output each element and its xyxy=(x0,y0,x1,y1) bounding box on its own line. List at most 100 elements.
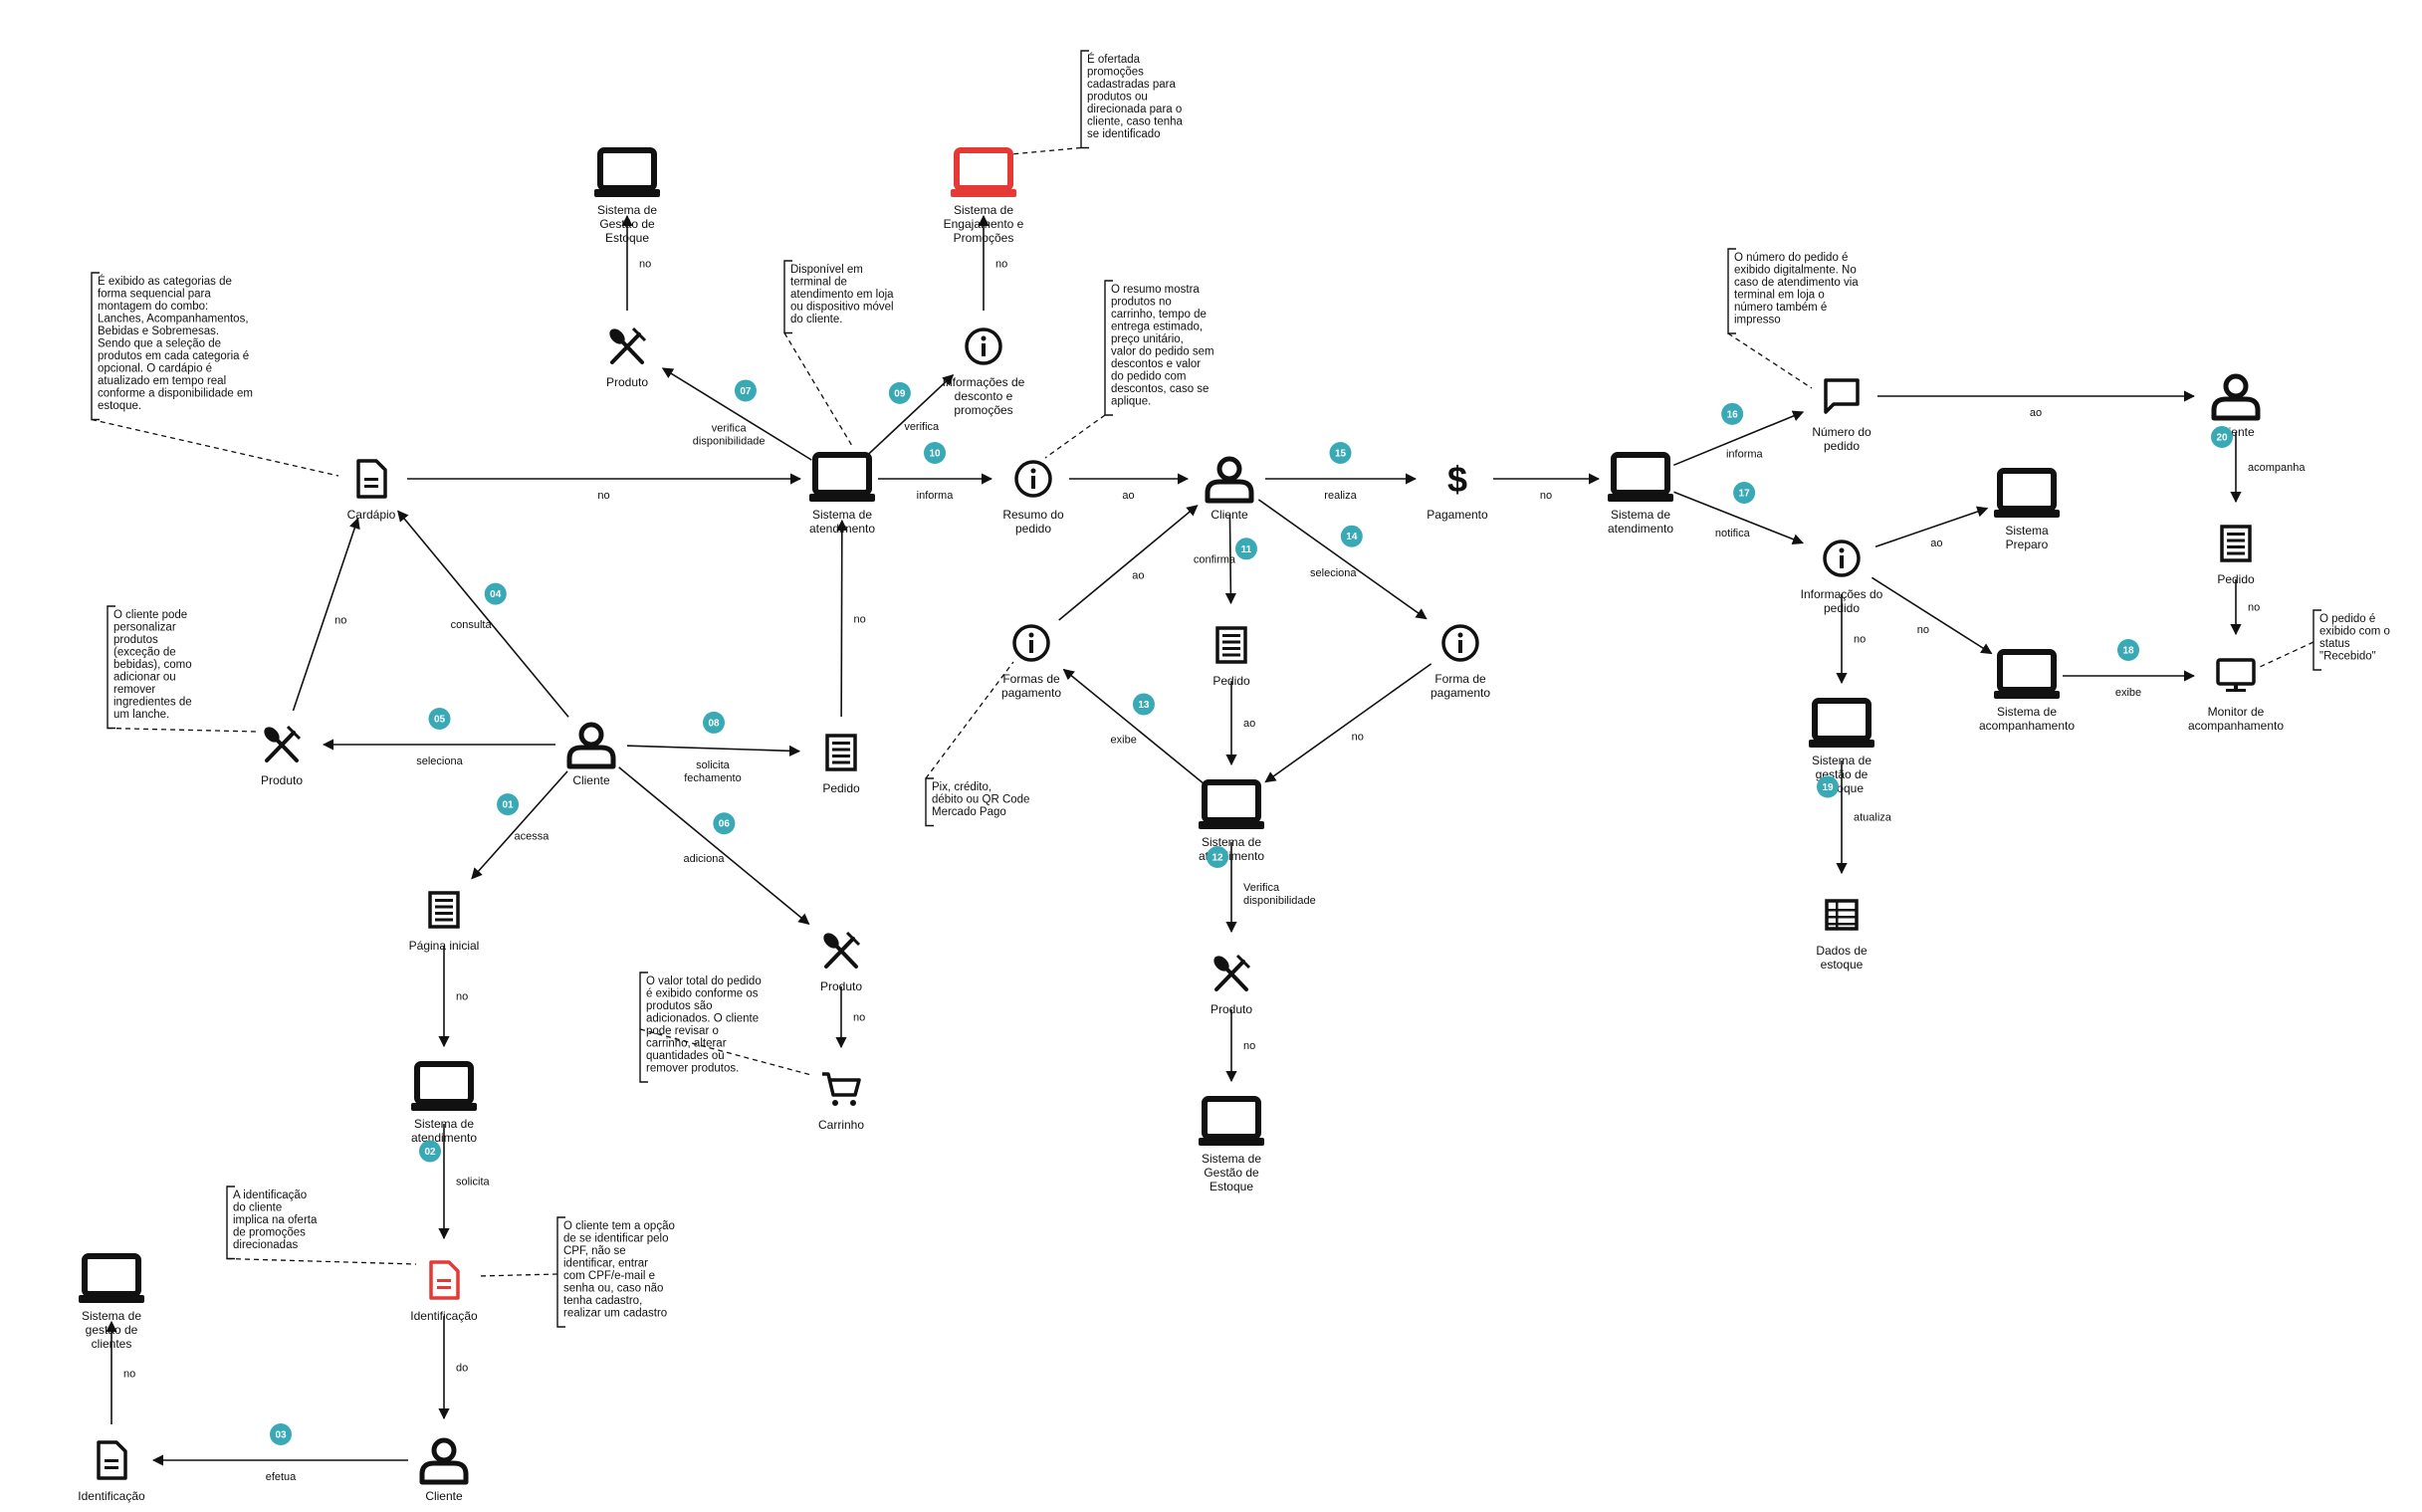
edge-info-pedido-to-gestao-estoque-right: no xyxy=(1836,594,1866,685)
svg-text:01: 01 xyxy=(502,800,514,811)
document-icon xyxy=(429,1260,460,1300)
receipt-icon xyxy=(825,734,857,771)
step-badge: 10 xyxy=(924,442,946,464)
info-icon xyxy=(1014,460,1052,498)
svg-text:20: 20 xyxy=(2216,433,2228,444)
node-cardapio: Cardápio xyxy=(347,459,396,522)
laptop-icon xyxy=(951,147,1016,197)
edge-cliente-center-to-produto-center: adiciona xyxy=(618,766,810,925)
step-badge: 03 xyxy=(270,1423,292,1445)
node-label: Produto xyxy=(606,375,648,389)
edge-info-pedido-to-sist-acomp: no xyxy=(1871,576,1993,655)
node-label: Identificação xyxy=(410,1309,478,1323)
node-label: Pedido xyxy=(1212,674,1250,688)
edge-label: informa xyxy=(917,490,955,502)
edge-cliente-center-to-pagina-inicial: acessa xyxy=(471,770,568,880)
edge-cardapio-to-sist-atend-top: no xyxy=(407,473,802,502)
svg-text:$: $ xyxy=(1447,459,1467,500)
node-pagamento: $ Pagamento xyxy=(1427,459,1488,522)
laptop-icon xyxy=(79,1253,144,1303)
utensils-icon xyxy=(609,326,647,364)
step-badge: 06 xyxy=(713,812,736,835)
edge-label: seleciona xyxy=(1310,567,1357,579)
step-badge: 16 xyxy=(1721,402,1744,425)
node-cliente-center: Cliente xyxy=(566,722,616,787)
edge-label: exibe xyxy=(2115,687,2141,699)
svg-text:19: 19 xyxy=(1822,782,1834,793)
node-label: Cliente xyxy=(572,773,610,787)
step-badge: 01 xyxy=(497,793,520,816)
info-icon xyxy=(965,327,1002,365)
edge-label: do xyxy=(456,1363,468,1375)
step-badge: 12 xyxy=(1207,846,1228,868)
node-identificacao-doc: Identificação xyxy=(78,1440,145,1503)
node-cliente-bottom: Cliente xyxy=(419,1437,469,1503)
svg-text:10: 10 xyxy=(929,449,941,460)
laptop-icon xyxy=(1199,779,1264,829)
svg-text:05: 05 xyxy=(434,715,446,726)
node-label: Pagamento xyxy=(1427,508,1488,522)
info-icon xyxy=(1012,624,1050,662)
svg-text:08: 08 xyxy=(708,718,720,729)
node-produto-center: Produto xyxy=(820,931,862,993)
laptop-icon xyxy=(1809,698,1874,748)
receipt-icon xyxy=(2220,525,2252,562)
node-label: Produto xyxy=(820,979,862,993)
node-identificacao-red: Identificação xyxy=(410,1260,478,1323)
node-label: Cliente xyxy=(1211,508,1248,522)
edge-label: notifica xyxy=(1715,528,1751,540)
edge-pagamento-to-sist-atend-right: no xyxy=(1493,473,1601,502)
edge-label: no xyxy=(853,1012,865,1024)
node-carrinho: Carrinho xyxy=(818,1072,864,1132)
edge-label: no xyxy=(2248,602,2260,614)
edge-forma-pagamento-to-sist-atend-mid: no xyxy=(1264,663,1432,783)
edge-cliente-mid-to-pedido-mid: confirma xyxy=(1194,514,1236,605)
edge-label: ao xyxy=(1930,538,1942,549)
edge-label: confirma xyxy=(1194,554,1236,566)
node-produto-left: Produto xyxy=(261,725,303,787)
user-icon xyxy=(566,722,616,769)
utensils-icon xyxy=(1213,954,1251,991)
document-icon xyxy=(356,459,387,499)
edge-pedido-mid-to-sist-atend-mid: ao xyxy=(1225,681,1255,766)
edge-label: no xyxy=(639,259,651,271)
step-badge: 13 xyxy=(1132,693,1155,716)
edge-label: no xyxy=(1854,634,1866,646)
user-icon xyxy=(419,1437,469,1485)
svg-text:06: 06 xyxy=(719,819,731,830)
node-pagina-inicial: Página inicial xyxy=(409,891,479,953)
svg-text:03: 03 xyxy=(275,1430,287,1441)
edge-label: no xyxy=(853,614,865,626)
edge-label: no xyxy=(1540,490,1552,502)
edge-label: no xyxy=(334,614,346,626)
edge-sist-atend-top-to-resumo: informa xyxy=(878,473,993,502)
